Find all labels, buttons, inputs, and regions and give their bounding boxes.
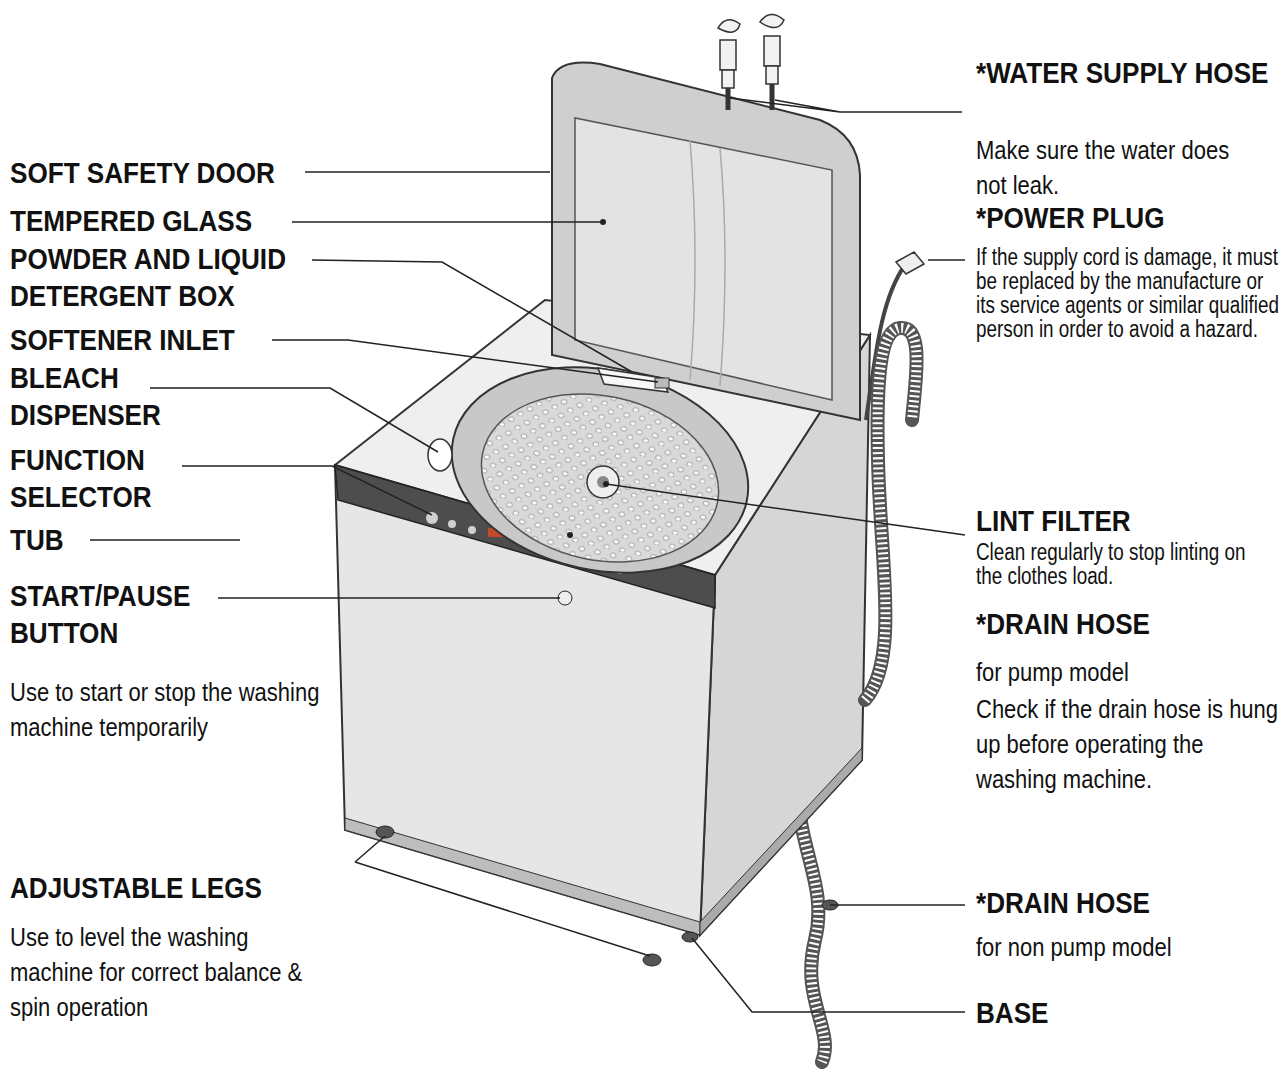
water-supply-hose bbox=[718, 14, 784, 110]
part-note: Use to start or stop the washing machine… bbox=[10, 675, 349, 745]
part-name: SOFTENER INLET bbox=[10, 322, 235, 359]
part-name: BASE bbox=[976, 995, 1049, 1032]
tub bbox=[466, 373, 735, 583]
part-name: *POWER PLUG bbox=[976, 200, 1165, 237]
tempered-glass bbox=[575, 118, 832, 400]
part-name: FUNCTION SELECTOR bbox=[10, 442, 217, 516]
drain-hose bbox=[865, 328, 917, 700]
power-plug bbox=[896, 252, 924, 274]
safety-door bbox=[552, 63, 860, 420]
part-name: SOFT SAFETY DOOR bbox=[10, 155, 275, 192]
part-name: *DRAIN HOSE bbox=[976, 885, 1150, 922]
part-name: POWDER AND LIQUID DETERGENT BOX bbox=[10, 241, 334, 315]
lint-filter bbox=[587, 466, 619, 498]
machine-base bbox=[700, 748, 862, 935]
bleach-dispenser bbox=[428, 439, 452, 471]
part-note: Check if the drain hose is hung up befor… bbox=[976, 692, 1280, 797]
glass-reflection bbox=[690, 140, 725, 386]
softener-inlet bbox=[655, 378, 669, 388]
part-note: Use to level the washing machine for cor… bbox=[10, 920, 318, 1025]
part-note: Make sure the water does not leak. bbox=[976, 133, 1258, 203]
part-name: TEMPERED GLASS bbox=[10, 203, 252, 240]
part-note: Clean regularly to stop linting on the c… bbox=[976, 540, 1271, 588]
part-name: *WATER SUPPLY HOSE bbox=[976, 55, 1269, 92]
part-note: for non pump model bbox=[976, 930, 1172, 965]
part-name: TUB bbox=[10, 522, 64, 559]
adjustable-leg bbox=[376, 826, 838, 966]
part-name: *DRAIN HOSE bbox=[976, 606, 1150, 643]
part-name: START/PAUSE BUTTON bbox=[10, 578, 235, 652]
lint-filter bbox=[597, 476, 609, 488]
drain-hose bbox=[865, 328, 917, 700]
part-note: for pump model bbox=[976, 655, 1129, 690]
part-note: If the supply cord is damage, it must be… bbox=[976, 245, 1286, 341]
part-name: ADJUSTABLE LEGS bbox=[10, 870, 262, 907]
detergent-box bbox=[598, 368, 668, 392]
part-name: BLEACH DISPENSER bbox=[10, 360, 208, 434]
leader-dot bbox=[567, 219, 609, 538]
part-name: LINT FILTER bbox=[976, 503, 1131, 540]
